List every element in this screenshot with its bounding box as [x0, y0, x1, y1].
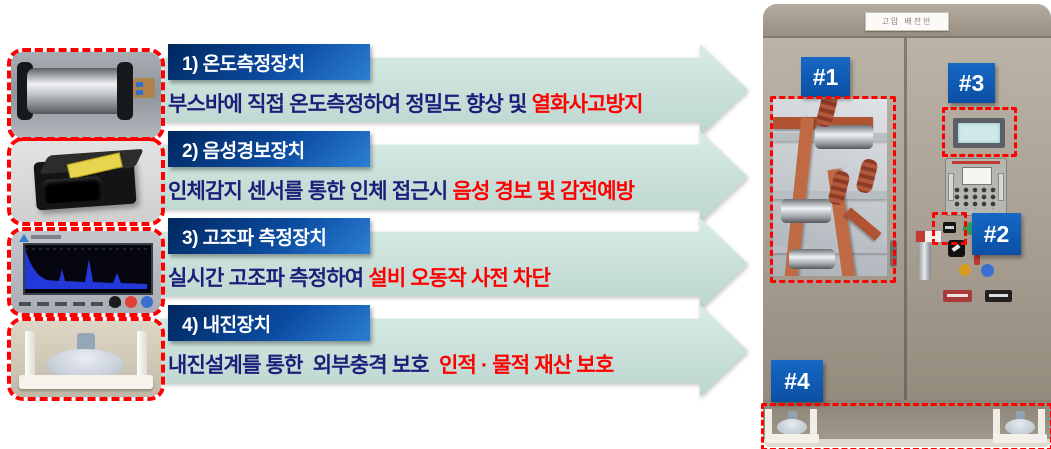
feature-desc-1-main: 부스바에 직접 온도측정하여 정밀도 향상 및 — [168, 93, 532, 116]
cabinet-nameplate: 고압 배전반 — [865, 12, 949, 31]
tag-3: #3 — [948, 63, 995, 103]
red-nameplate — [943, 290, 972, 302]
amber-pilot-lamp — [959, 264, 971, 276]
feature-desc-4-main: 내진설계를 통한 외부충격 보호 — [168, 354, 439, 377]
annotation-box-hmi — [942, 107, 1017, 157]
switchboard-cabinet-photo: 고압 배전반 — [761, 4, 1051, 449]
damper-stem — [77, 333, 95, 351]
voltage-tester-handle — [918, 242, 931, 280]
tag-4-label: #4 — [784, 367, 810, 394]
feature-desc-3-highlight: 설비 오동작 사전 차단 — [368, 267, 551, 290]
feature-header-1: 1) 온도측정장치 — [168, 44, 370, 80]
cabinet-nameplate-text: 고압 배전반 — [881, 17, 933, 26]
right-foot-damper — [991, 405, 1049, 445]
feature-desc-2-main: 인체감지 센서를 통한 인체 접근시 — [168, 180, 453, 203]
blue-pilot-lamp — [981, 264, 994, 277]
tag-1-label: #1 — [812, 63, 839, 90]
temperature-sensor-photo — [7, 48, 165, 142]
annotation-box-busbar — [770, 96, 896, 283]
speaker-opening — [42, 175, 103, 204]
damper-dome — [47, 349, 123, 379]
temp-sensor-on-busbar — [815, 125, 873, 149]
tag-2: #2 — [972, 213, 1021, 255]
door-gap — [904, 38, 907, 400]
feature-desc-1: 부스바에 직접 온도측정하여 정밀도 향상 및 열화사고방지 — [168, 88, 644, 118]
feature-band-4: 4) 내진장치 내진설계를 통한 외부충격 보호 인적 · 물적 재산 보호 — [160, 305, 748, 397]
annotation-box-sensor — [932, 212, 967, 245]
brand-logo-icon — [19, 234, 29, 242]
power-button — [109, 296, 121, 308]
voice-alarm-photo — [7, 137, 165, 226]
feature-desc-4: 내진설계를 통한 외부충격 보호 인적 · 물적 재산 보호 — [168, 349, 614, 379]
left-foot-damper — [763, 405, 821, 445]
busbar-window — [773, 99, 887, 276]
mode-button — [141, 296, 153, 308]
relay-keypad — [954, 187, 998, 209]
tag-1: #1 — [801, 57, 850, 97]
seismic-damper-photo — [7, 317, 165, 401]
tag-3-label: #3 — [958, 69, 985, 96]
harmonic-meter-photo — [7, 227, 165, 317]
feature-desc-2-highlight: 음성 경보 및 감전예방 — [452, 180, 635, 203]
hmi-touchscreen — [953, 118, 1005, 148]
feature-desc-3: 실시간 고조파 측정하여 설비 오동작 사전 차단 — [168, 262, 551, 292]
protection-relay — [945, 158, 1007, 216]
red-lever — [974, 250, 980, 265]
record-button — [125, 296, 137, 308]
meter-readouts — [19, 302, 121, 306]
alarm-box — [33, 148, 144, 211]
relay-display — [962, 167, 992, 185]
annotation-box-dampers — [761, 403, 1051, 449]
harmonic-spectrum-graph — [25, 248, 147, 289]
feature-band-1: 1) 온도측정장치 부스바에 직접 온도측정하여 정밀도 향상 및 열화사고방지 — [160, 44, 748, 136]
feature-desc-1-highlight: 열화사고방지 — [531, 93, 644, 116]
tag-2-label: #2 — [983, 220, 1010, 247]
feature-desc-4-highlight: 인적 · 물적 재산 보호 — [438, 354, 614, 377]
temp-sensor-on-busbar — [789, 249, 835, 269]
human-detect-sensor — [943, 222, 956, 233]
feature-band-2: 2) 음성경보장치 인체감지 센서를 통한 인체 접근시 음성 경보 및 감전예… — [160, 131, 748, 223]
sensor-connector — [133, 78, 155, 98]
feature-band-3: 3) 고조파 측정장치 실시간 고조파 측정하여 설비 오동작 사전 차단 — [160, 218, 748, 310]
feature-header-1-label: 1) 온도측정장치 — [182, 53, 305, 75]
feature-header-2-label: 2) 음성경보장치 — [182, 140, 305, 162]
feature-header-2: 2) 음성경보장치 — [168, 131, 370, 167]
feature-desc-2: 인체감지 센서를 통한 인체 접근시 음성 경보 및 감전예방 — [168, 175, 635, 205]
tag-4: #4 — [771, 360, 823, 402]
feature-desc-3-main: 실시간 고조파 측정하여 — [168, 267, 369, 290]
damper-base — [19, 375, 153, 389]
feature-header-3-label: 3) 고조파 측정장치 — [182, 227, 327, 249]
sensor-cylinder — [27, 68, 123, 114]
black-nameplate — [985, 290, 1012, 302]
feature-header-4-label: 4) 내진장치 — [182, 314, 271, 336]
feature-header-3: 3) 고조파 측정장치 — [168, 218, 370, 254]
temp-sensor-on-busbar — [781, 199, 831, 223]
sensor-end-cap — [117, 62, 133, 120]
spectrum-screen — [23, 243, 153, 295]
feature-header-4: 4) 내진장치 — [168, 305, 370, 341]
